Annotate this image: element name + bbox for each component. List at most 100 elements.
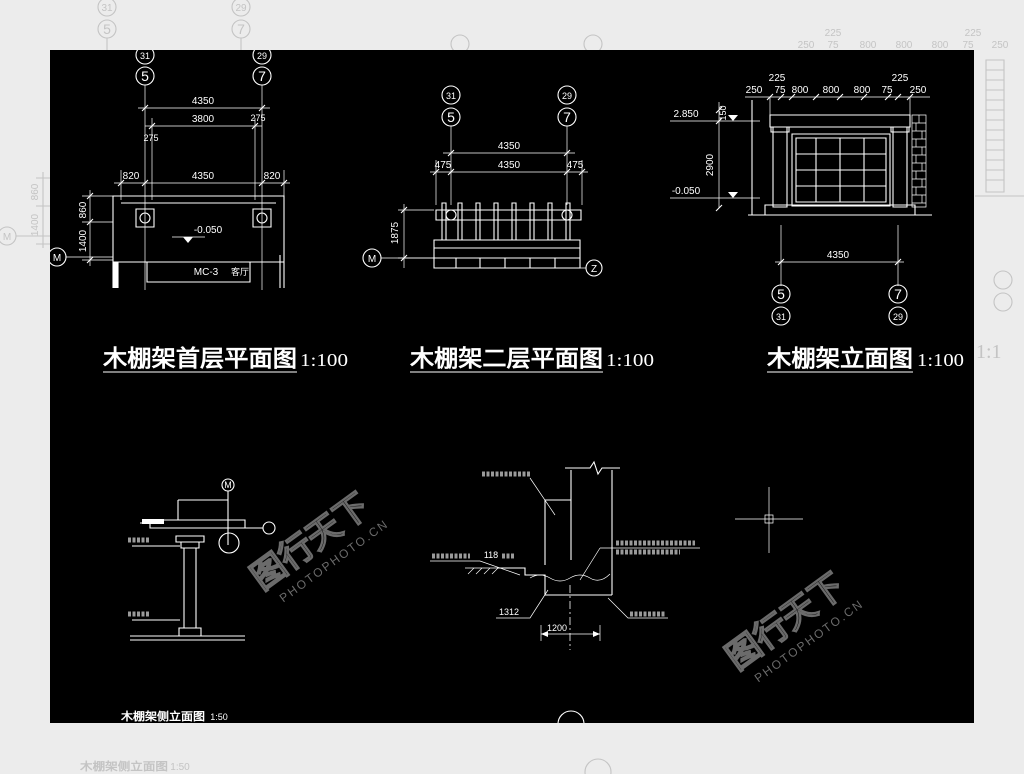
crosshair-lines [735, 487, 803, 553]
axis-marker [252, 50, 272, 65]
ghost-dimension: 225 [965, 28, 982, 39]
dimension-height: 1312 [499, 607, 519, 617]
label-bar [142, 519, 164, 524]
plan-title: 木棚架首层平面图 [102, 345, 297, 372]
dimension-offset-left: 275 [143, 133, 158, 143]
grid-line [381, 257, 586, 269]
dimension-span: 4350 [192, 171, 215, 182]
dimension-lines [540, 625, 601, 641]
ghost-dimension: 250 [798, 40, 815, 51]
dimension-side-right: 475 [567, 160, 584, 171]
axis-marker [771, 284, 791, 304]
dimension-lines [114, 107, 290, 200]
dimension-row: 800 [823, 85, 840, 96]
ghost-callout-circle [584, 758, 612, 774]
elevation-title: 木棚架立面图 [766, 345, 913, 372]
axis-marker [888, 306, 908, 326]
dimension-row: 75 [774, 85, 786, 96]
ghost-dimension: 800 [932, 40, 949, 51]
dimension-top-gap: 150 [718, 105, 728, 120]
ghost-top-right: 225 225 250 75 800 800 800 75 250 [798, 28, 1009, 51]
axis-marker [888, 284, 908, 304]
column [139, 212, 151, 224]
dimension-depth-total: 1400 [78, 229, 89, 252]
ghost-dimension: 800 [896, 40, 913, 51]
brick-wall [911, 114, 927, 208]
plan-title: 木棚架二层平面图 [409, 346, 603, 372]
level-marker-icon [728, 192, 738, 198]
level-marker-icon [728, 115, 738, 121]
axis-label: 31 [140, 51, 150, 61]
dimension-row: 800 [854, 85, 871, 96]
axis-lines [450, 126, 568, 205]
vertical-dimension-lines [82, 190, 113, 266]
dimension-lines [718, 96, 930, 286]
room-label: 客厅 [231, 266, 249, 277]
ground-floor-plan: 31 5 29 7 4350 3800 275 275 820 4350 820… [50, 50, 348, 373]
elevation-scale: 1:100 [917, 350, 964, 370]
dimension-width: 1200 [547, 623, 567, 633]
crosshair-cursor-icon [735, 487, 803, 553]
axis-marker [771, 306, 791, 326]
axis-label: 5 [777, 286, 785, 302]
ghost-axis-label: 5 [103, 21, 111, 37]
ghost-axis-label: 7 [237, 21, 245, 37]
ghost-axis-label: 31 [101, 3, 113, 14]
callout-circle [218, 532, 240, 554]
axis-label: 31 [776, 312, 786, 322]
column [561, 209, 573, 221]
dimension-overall: 4350 [192, 96, 215, 107]
level-label: -0.050 [194, 225, 223, 236]
ghost-title: 木棚架侧立面图 [79, 759, 168, 773]
door-label: MC-3 [194, 267, 219, 278]
dimension-depth-front: 860 [78, 201, 89, 218]
grid-label: Z [591, 264, 597, 275]
dimension-thickness: 118 [484, 550, 498, 560]
ghost-axis-label: 29 [235, 3, 247, 14]
column [445, 209, 457, 221]
dimension-overall: 4350 [498, 141, 521, 152]
unreadable-label [432, 471, 695, 617]
dimension-top: 225 [892, 73, 909, 84]
callout-circle [557, 710, 585, 723]
elevation-frame [748, 100, 932, 216]
side-elevation-title: 木棚架侧立面图 [120, 709, 205, 723]
callout-circle [262, 521, 276, 535]
dimension-clear: 3800 [192, 114, 215, 125]
dimension-top: 225 [769, 73, 786, 84]
ghost-dimension: 860 [30, 183, 41, 200]
ghost-dimension-line [36, 172, 50, 248]
wall-section [497, 460, 620, 596]
ghost-bottom: 木棚架侧立面图 1:50 [79, 758, 612, 774]
ghost-dimension: 75 [827, 40, 839, 51]
wall-fill [113, 262, 118, 288]
dimension-offset-right: 275 [250, 113, 265, 123]
grid-label: M [53, 253, 61, 264]
axis-marker [441, 85, 461, 105]
dimension-depth: 1875 [390, 221, 401, 244]
level-lines [670, 120, 760, 199]
grid-label: M [368, 254, 376, 265]
ghost-axis-marker [993, 270, 1013, 290]
ground-hatch [465, 567, 499, 575]
axis-label: 7 [894, 286, 902, 302]
arrow-icon [593, 631, 600, 637]
dimension-span: 4350 [498, 160, 521, 171]
level-top: 2.850 [673, 109, 698, 120]
drawing-canvas [50, 50, 974, 723]
axis-marker [135, 50, 155, 65]
side-elevation: M 木棚架侧立面图 1:50 [120, 478, 276, 723]
level-marker-icon [183, 237, 193, 243]
dimension-row: 250 [746, 85, 763, 96]
section-detail: 118 1312 1200 [430, 460, 700, 723]
ghost-axis-marker [231, 0, 251, 17]
plan-scale: 1:100 [606, 350, 654, 370]
dimension-side-left: 475 [435, 160, 452, 171]
axis-label: 7 [258, 68, 266, 84]
dimension-lines [430, 152, 588, 205]
dimension-height: 2900 [705, 153, 716, 176]
ghost-axis-marker [97, 0, 117, 17]
ghost-left: 860 1400 M [0, 172, 50, 248]
